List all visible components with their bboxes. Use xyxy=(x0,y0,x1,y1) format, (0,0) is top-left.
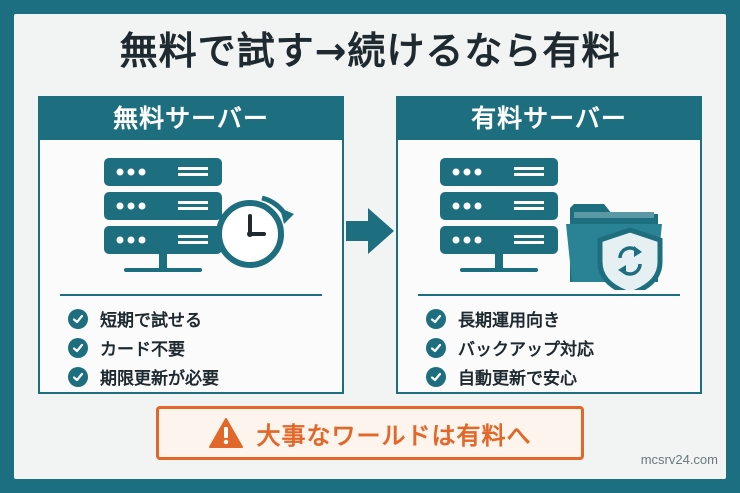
free-server-heading: 無料サーバー xyxy=(40,98,342,140)
list-item: 長期運用向き xyxy=(426,304,594,333)
server-icon xyxy=(440,158,558,272)
check-icon xyxy=(68,337,88,358)
check-icon xyxy=(426,366,446,387)
site-watermark: mcsrv24.com xyxy=(640,452,718,467)
list-item: 期限更新が必要 xyxy=(68,362,219,391)
shield-icon xyxy=(597,227,663,290)
server-icon xyxy=(104,158,222,272)
check-icon xyxy=(426,337,446,358)
page-title: 無料で試す→続けるなら有料 xyxy=(119,29,621,73)
arrow-right-icon xyxy=(346,208,394,254)
banner-text: 大事なワールドは有料へ xyxy=(256,421,532,450)
paid-server-heading: 有料サーバー xyxy=(398,98,700,140)
free-panel-divider xyxy=(60,294,322,296)
feature-label: バックアップ対応 xyxy=(458,340,594,360)
paid-feature-list: 長期運用向き バックアップ対応 自動更新で安心 xyxy=(426,304,594,391)
paid-server-panel: 有料サーバー xyxy=(396,96,702,394)
feature-label: 長期運用向き xyxy=(458,311,560,331)
check-icon xyxy=(68,366,88,387)
list-item: 自動更新で安心 xyxy=(426,362,594,391)
feature-label: 短期で試せる xyxy=(100,311,202,331)
clock-icon xyxy=(216,195,294,268)
free-server-panel: 無料サーバー 短期で試せる xyxy=(38,96,344,394)
free-server-illustration xyxy=(104,158,294,272)
feature-label: 自動更新で安心 xyxy=(458,369,577,389)
list-item: バックアップ対応 xyxy=(426,333,594,362)
check-icon xyxy=(68,308,88,329)
paid-panel-divider xyxy=(418,294,680,296)
warning-banner: 大事なワールドは有料へ xyxy=(156,406,584,460)
feature-label: カード不要 xyxy=(100,340,185,360)
warning-icon xyxy=(208,418,243,448)
list-item: 短期で試せる xyxy=(68,304,219,333)
list-item: カード不要 xyxy=(68,333,219,362)
feature-label: 期限更新が必要 xyxy=(100,369,219,389)
paid-server-illustration xyxy=(440,158,663,290)
check-icon xyxy=(426,308,446,329)
free-feature-list: 短期で試せる カード不要 期限更新が必要 xyxy=(68,304,219,391)
